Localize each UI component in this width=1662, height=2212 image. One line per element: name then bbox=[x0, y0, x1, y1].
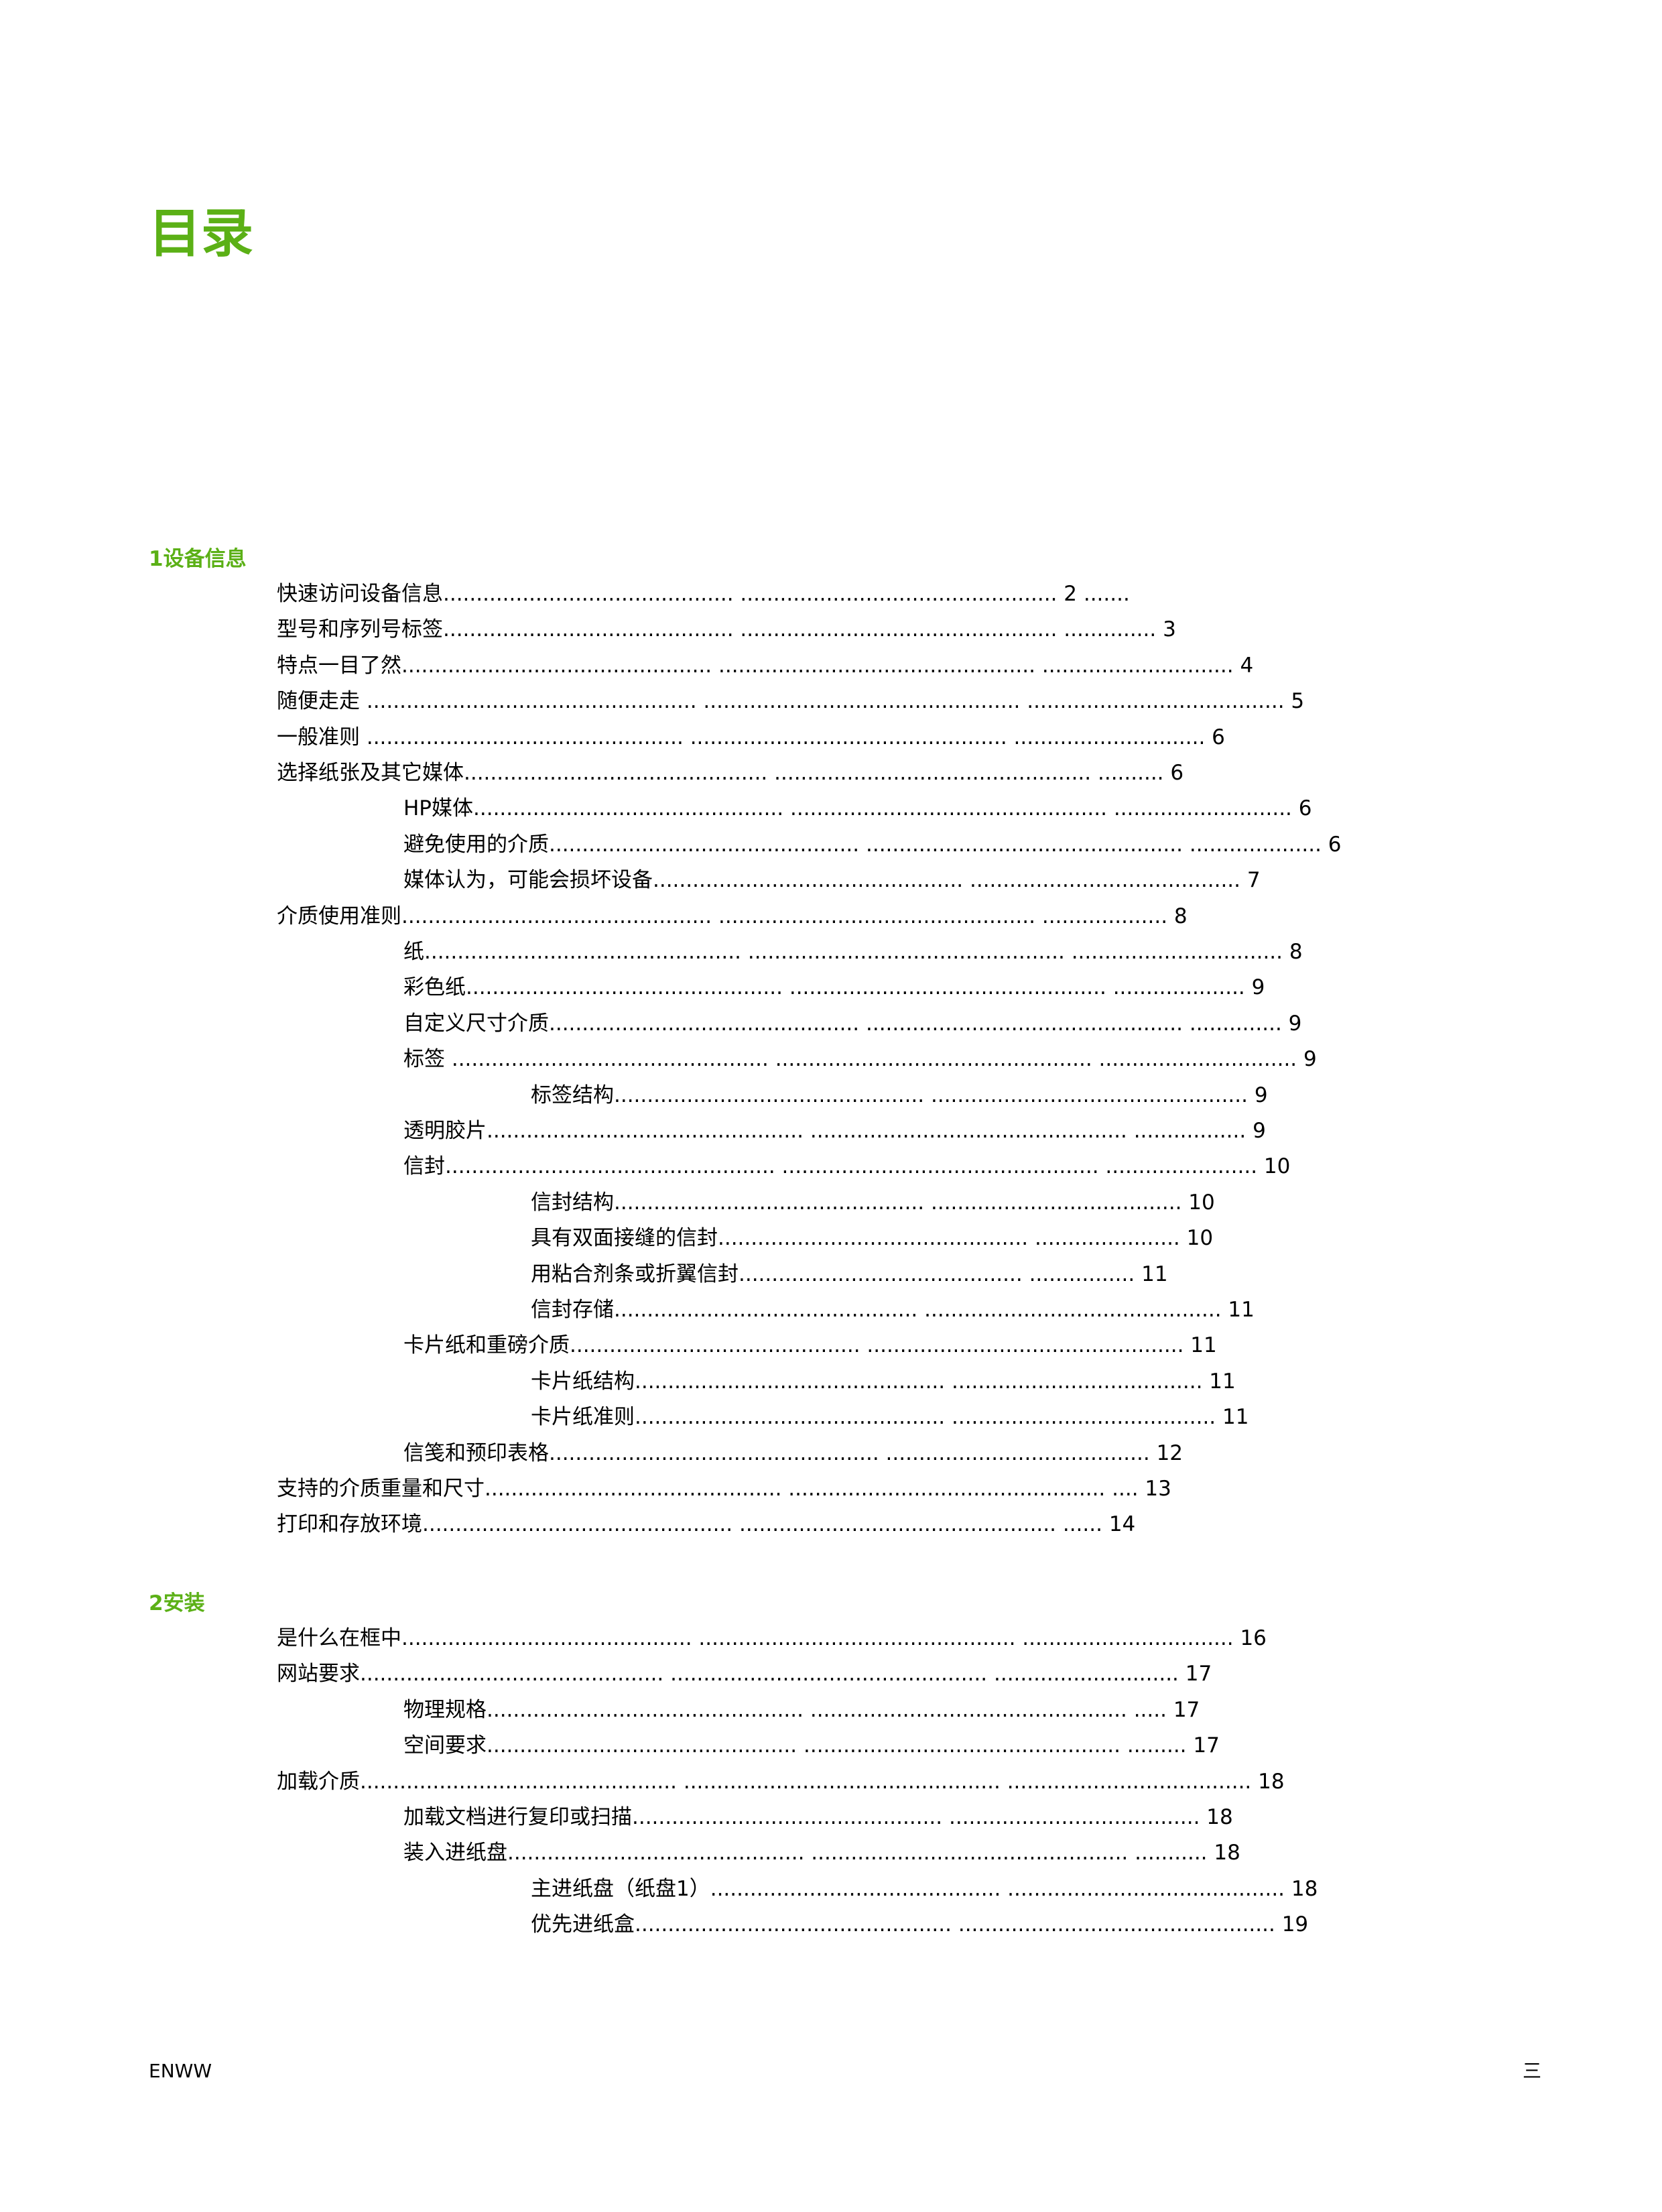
toc-entry[interactable]: 标签结构....................................… bbox=[531, 1083, 1268, 1107]
toc-entry[interactable]: 空间要求....................................… bbox=[403, 1733, 1220, 1758]
toc-entry[interactable]: 纸.......................................… bbox=[403, 940, 1303, 964]
page-number: 三 bbox=[1522, 2060, 1541, 2082]
toc-entry[interactable]: 媒体认为，可能会损坏设备............................… bbox=[403, 868, 1261, 892]
toc-entry[interactable]: 标签 .....................................… bbox=[403, 1047, 1317, 1071]
toc-entry[interactable]: 物理规格....................................… bbox=[403, 1698, 1200, 1722]
toc-entry[interactable]: 加载介质....................................… bbox=[277, 1770, 1285, 1794]
toc-entry[interactable]: 介质使用准则..................................… bbox=[277, 904, 1188, 928]
toc-entry[interactable]: 优先进纸盒...................................… bbox=[531, 1912, 1309, 1937]
toc-entry[interactable]: 加载文档进行复印或扫描.............................… bbox=[403, 1805, 1233, 1829]
toc-entry[interactable]: 是什么在框中..................................… bbox=[277, 1626, 1267, 1650]
toc-entry[interactable]: 快速访问设备信息................................… bbox=[277, 582, 1130, 606]
toc-entry[interactable]: HP媒体....................................… bbox=[403, 796, 1312, 820]
toc-entry[interactable]: 型号和序列号标签................................… bbox=[277, 617, 1176, 641]
toc-entry[interactable]: 卡片纸准则...................................… bbox=[531, 1405, 1249, 1429]
page-title: 目录 bbox=[149, 204, 254, 265]
toc-entry[interactable]: 一般准则 ...................................… bbox=[277, 725, 1225, 749]
toc-entry[interactable]: 彩色纸.....................................… bbox=[403, 975, 1265, 999]
toc-entry[interactable]: 具有双面接缝的信封...............................… bbox=[531, 1226, 1214, 1250]
toc-entry[interactable]: 自定义尺寸介质.................................… bbox=[403, 1011, 1302, 1036]
toc-entry[interactable]: 信笺和预印表格.................................… bbox=[403, 1441, 1184, 1465]
toc-entry[interactable]: 网站要求....................................… bbox=[277, 1662, 1212, 1686]
toc-entry[interactable]: 避免使用的介质.................................… bbox=[403, 833, 1342, 857]
toc-chapter-heading[interactable]: 1设备信息 bbox=[149, 547, 247, 571]
toc-entry[interactable]: 打印和存放环境.................................… bbox=[277, 1512, 1136, 1536]
toc-entry[interactable]: 信封......................................… bbox=[403, 1154, 1291, 1178]
toc-entry[interactable]: 装入进纸盘...................................… bbox=[403, 1841, 1240, 1865]
toc-entry[interactable]: 信封存储....................................… bbox=[531, 1298, 1255, 1322]
toc-entry[interactable]: 卡片纸结构...................................… bbox=[531, 1369, 1236, 1394]
toc-chapter-heading[interactable]: 2安装 bbox=[149, 1591, 205, 1615]
toc-entry[interactable]: 用粘合剂条或折翼信封..............................… bbox=[531, 1262, 1168, 1286]
footer-label: ENWW bbox=[149, 2060, 212, 2082]
toc-entry[interactable]: 支持的介质重量和尺寸..............................… bbox=[277, 1477, 1171, 1501]
toc-entry[interactable]: 选择纸张及其它媒体...............................… bbox=[277, 761, 1184, 785]
toc-entry[interactable]: 透明胶片....................................… bbox=[403, 1119, 1266, 1143]
toc-entry[interactable]: 特点一目了然..................................… bbox=[277, 654, 1254, 678]
toc-entry[interactable]: 卡片纸和重磅介质................................… bbox=[403, 1333, 1217, 1357]
toc-entry[interactable]: 信封结构....................................… bbox=[531, 1190, 1215, 1215]
toc-entry[interactable]: 主进纸盘（纸盘1）...............................… bbox=[531, 1877, 1318, 1901]
toc-entry[interactable]: 随便走走 ...................................… bbox=[277, 689, 1305, 713]
